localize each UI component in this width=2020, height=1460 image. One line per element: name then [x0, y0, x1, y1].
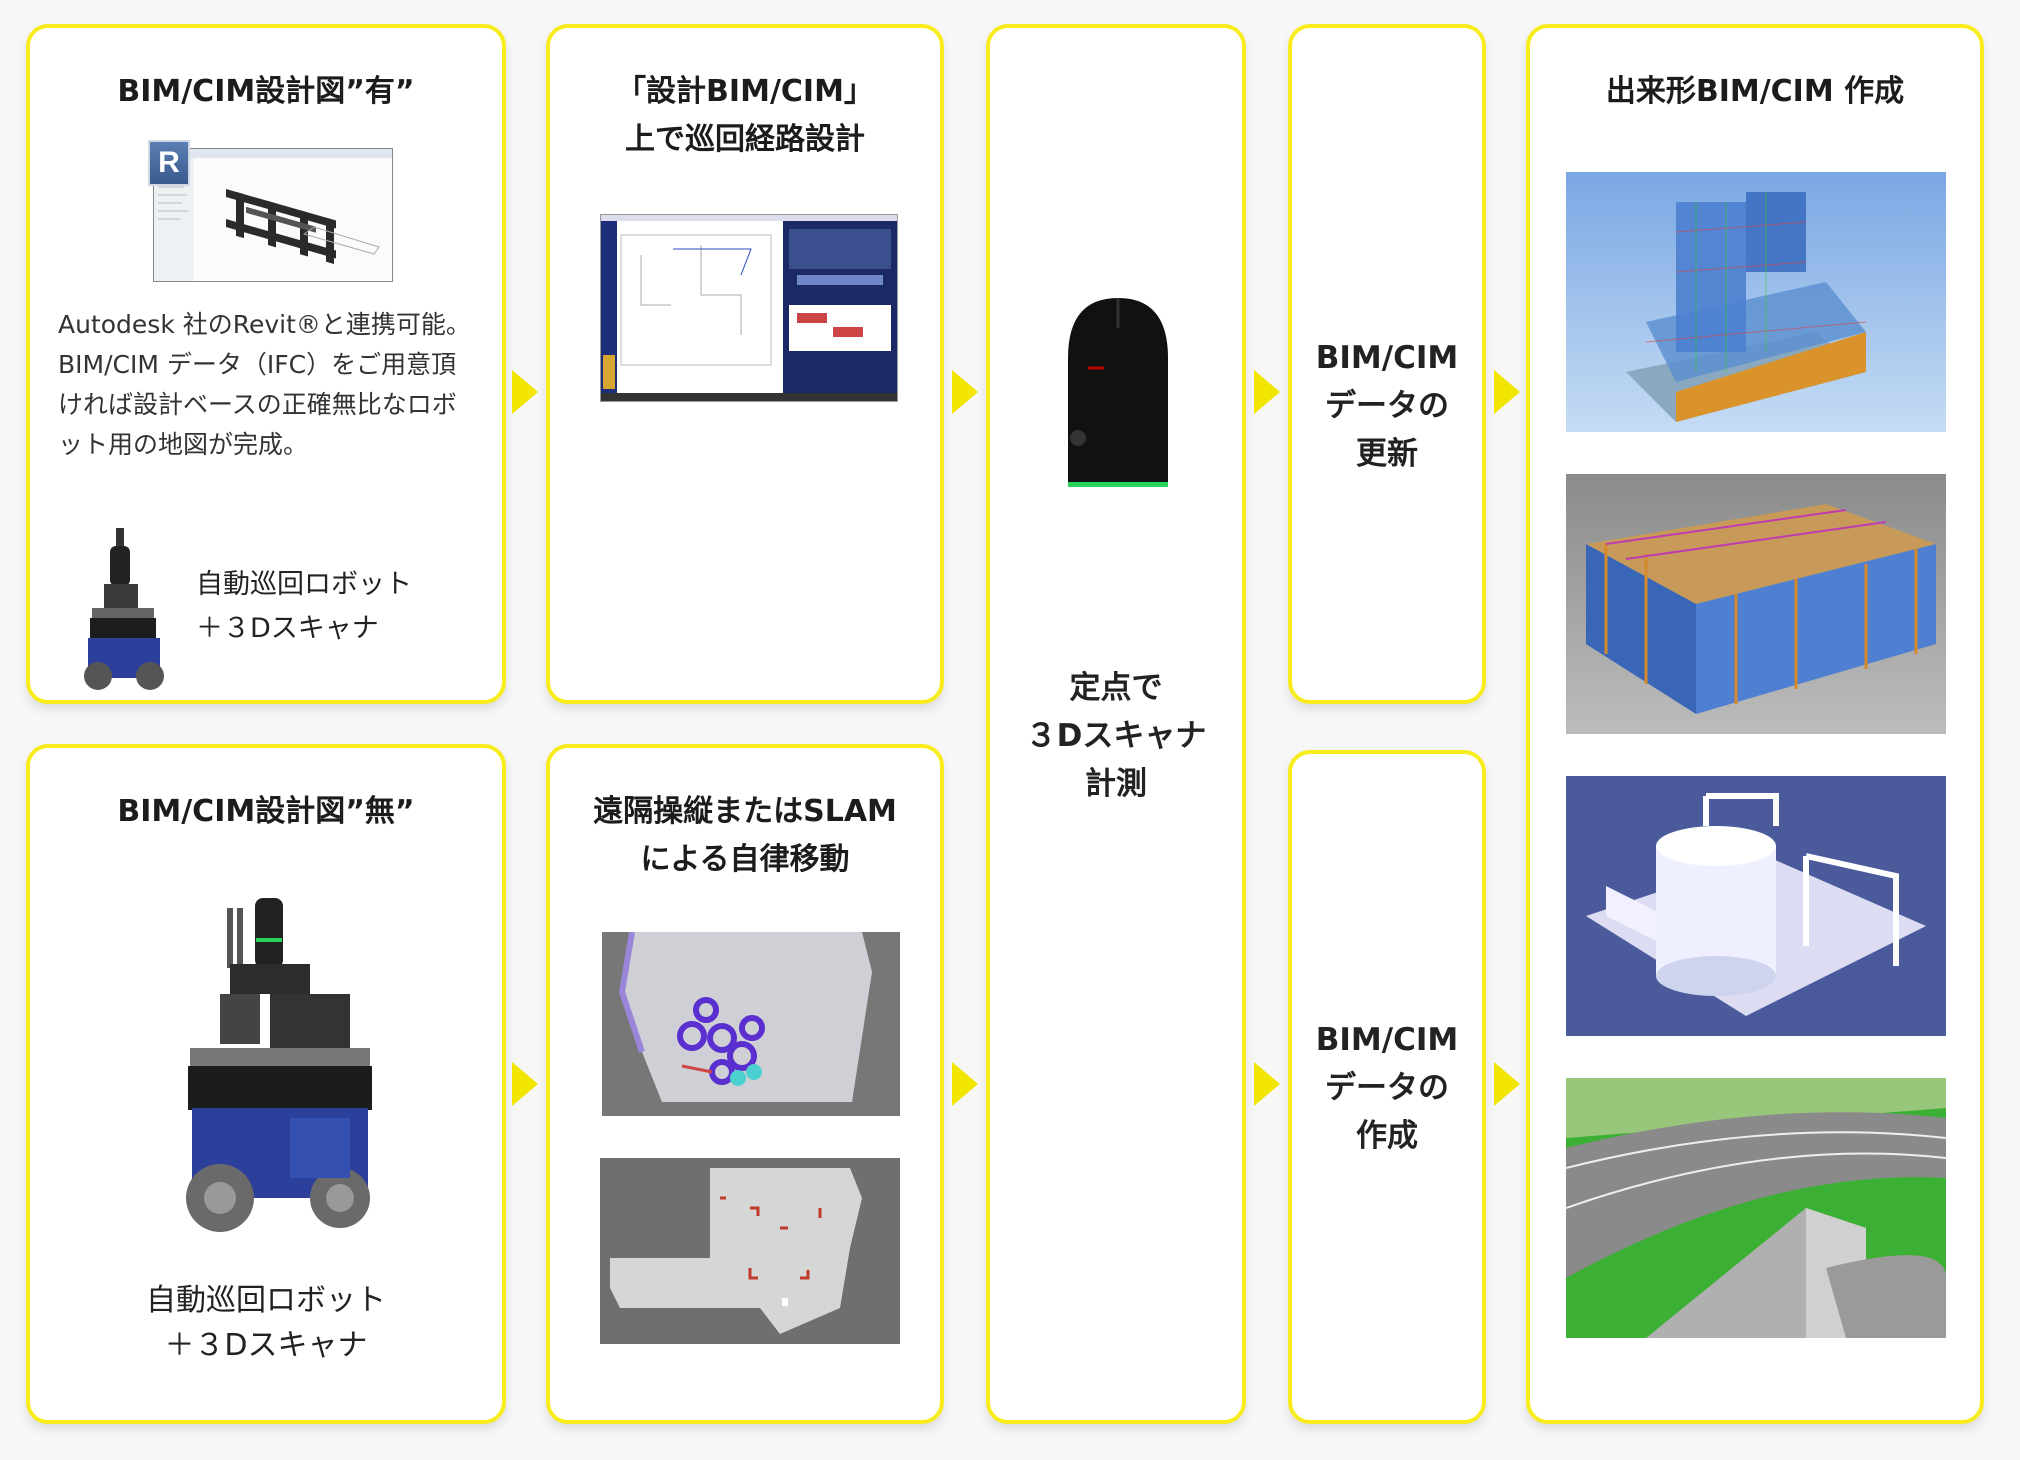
card-route-design: 「設計BIM/CIM」 上で巡回経路設計 — [546, 24, 944, 704]
revit-screenshot — [153, 148, 393, 282]
card-title: BIM/CIM設計図”有” — [117, 74, 415, 109]
output-image-1 — [1566, 172, 1946, 432]
robot-label-line-2: ＋３Dスキャナ — [196, 613, 379, 644]
card-title-line-2: データの — [1325, 388, 1449, 424]
card-title-line-1: 定点で — [1069, 670, 1163, 706]
card-output: 出来形BIM/CIM 作成 — [1526, 24, 1984, 1424]
arrow-right-icon — [1254, 370, 1280, 414]
robot-label-line-2: ＋３Dスキャナ — [164, 1328, 368, 1363]
output-image-3 — [1566, 776, 1946, 1036]
revit-badge-letter: R — [158, 146, 180, 179]
card-title-line-1: 遠隔操縦またはSLAM — [593, 794, 897, 829]
card-title-line-1: BIM/CIM — [1315, 1022, 1459, 1058]
arrow-right-icon — [1494, 370, 1520, 414]
scanner-image — [1058, 298, 1178, 498]
card-bim-yes: BIM/CIM設計図”有” R Autodesk 社のRevit®と連携可能。 … — [26, 24, 506, 704]
card-title-line-3: 計測 — [1085, 766, 1147, 802]
robot-small-image — [78, 526, 170, 694]
robot-large-image — [170, 898, 380, 1238]
output-image-2 — [1566, 474, 1946, 734]
card-scan: 定点で ３Dスキャナ 計測 — [986, 24, 1246, 1424]
card-title-line-2: 上で巡回経路設計 — [625, 122, 865, 157]
card-create: BIM/CIM データの 作成 — [1288, 750, 1486, 1424]
card-title-line-2: による自律移動 — [640, 842, 850, 877]
robot-label-line-1: 自動巡回ロボット — [196, 569, 412, 600]
arrow-right-icon — [512, 1062, 538, 1106]
route-design-screenshot — [600, 214, 898, 402]
arrow-right-icon — [512, 370, 538, 414]
card-title-line-1: 「設計BIM/CIM」 — [616, 74, 874, 109]
card-title-line-1: BIM/CIM — [1315, 340, 1459, 376]
slam-map-image-2 — [600, 1158, 900, 1344]
revit-logo-icon: R — [148, 140, 190, 186]
card-title-line-3: 更新 — [1356, 436, 1418, 472]
description-line-1: Autodesk 社のRevit®と連携可能。 — [58, 310, 471, 339]
card-slam: 遠隔操縦またはSLAM による自律移動 — [546, 744, 944, 1424]
card-bim-no: BIM/CIM設計図”無” 自動巡回ロボット ＋３Dスキャナ — [26, 744, 506, 1424]
card-title-line-2: ３Dスキャナ — [1025, 718, 1207, 754]
card-title: BIM/CIM設計図”無” — [117, 794, 415, 829]
slam-map-image-1 — [602, 932, 900, 1116]
card-update: BIM/CIM データの 更新 — [1288, 24, 1486, 704]
card-title-line-2: データの — [1325, 1070, 1449, 1106]
output-image-4 — [1566, 1078, 1946, 1338]
card-title-line-3: 作成 — [1356, 1118, 1418, 1154]
arrow-right-icon — [1494, 1062, 1520, 1106]
robot-label-line-1: 自動巡回ロボット — [146, 1283, 386, 1318]
arrow-right-icon — [952, 1062, 978, 1106]
card-title: 出来形BIM/CIM 作成 — [1605, 74, 1905, 109]
arrow-right-icon — [1254, 1062, 1280, 1106]
description-line-2: BIM/CIM データ（IFC）をご用意頂 — [58, 350, 457, 379]
description-line-3: ければ設計ベースの正確無比なロボ — [58, 390, 457, 419]
description-line-4: ット用の地図が完成。 — [58, 430, 309, 459]
arrow-right-icon — [952, 370, 978, 414]
